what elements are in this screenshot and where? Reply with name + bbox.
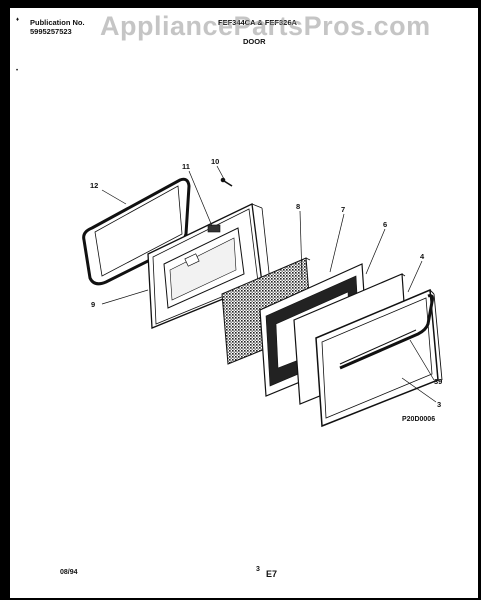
latch-bracket [207, 224, 221, 233]
callout-6: 6 [383, 220, 387, 229]
inner-door-panel [147, 203, 271, 329]
footer-page-code: E7 [266, 569, 278, 579]
watermark: AppliancePartsPros.com [100, 11, 431, 41]
section-title: DOOR [243, 37, 266, 46]
door-handle [339, 294, 434, 370]
leader-lines [101, 165, 437, 403]
callout-8: 8 [296, 202, 300, 211]
publication-label: Publication No. [30, 18, 85, 27]
exploded-door-diagram: 11 10 12 8 7 6 4 9 39 3 [82, 157, 443, 428]
parts-diagram-page: ♦ • Publication No. 5995257523 FEF344CA … [10, 8, 478, 598]
callout-12: 12 [90, 181, 98, 190]
screw [220, 177, 233, 187]
callout-39: 39 [434, 377, 442, 386]
footer-page-number: 3 [256, 566, 260, 573]
model-numbers: FEF344CA & FEF326A [218, 18, 297, 27]
registration-mark: • [16, 68, 19, 74]
publication-number: 5995257523 [30, 27, 72, 36]
callout-11: 11 [182, 162, 190, 171]
callout-labels: 11 10 12 8 7 6 4 9 39 3 [90, 157, 442, 409]
callout-3: 3 [437, 400, 441, 409]
outer-door-panel [315, 288, 443, 428]
callout-10: 10 [211, 157, 219, 166]
callout-9: 9 [91, 300, 95, 309]
callout-7: 7 [341, 205, 345, 214]
footer-date: 08/94 [60, 569, 78, 576]
callout-4: 4 [420, 252, 425, 261]
registration-mark: ♦ [16, 17, 20, 23]
diagram-code: P20D0006 [402, 416, 436, 423]
